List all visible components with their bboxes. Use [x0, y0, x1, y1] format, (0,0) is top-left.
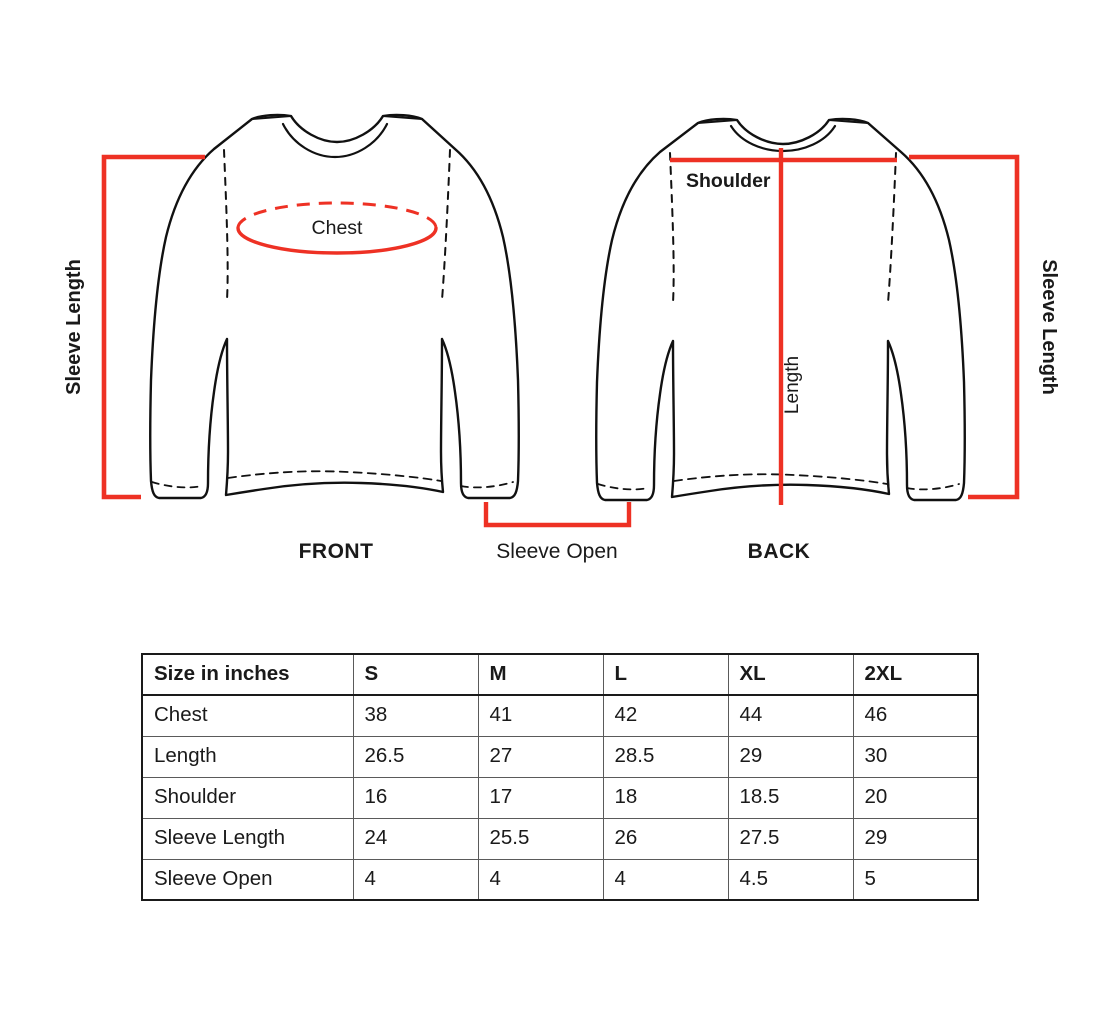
- row-value: 27.5: [727, 817, 854, 860]
- row-value: 17: [477, 776, 604, 819]
- front-garment-illustration: [149, 113, 520, 500]
- front-shoulder-seam-left: [251, 115, 292, 120]
- row-value: 29: [727, 735, 854, 778]
- row-label: Sleeve Open: [141, 858, 354, 901]
- back-shoulder-seam-right: [828, 119, 869, 124]
- row-value: 27: [477, 735, 604, 778]
- row-value: 28.5: [602, 735, 729, 778]
- row-value: 26: [602, 817, 729, 860]
- chest-label: Chest: [312, 217, 364, 239]
- front-cuff-stitch-right: [460, 481, 514, 489]
- row-label: Chest: [141, 694, 354, 737]
- table-row: Sleeve Open 4 4 4 4.5 5: [141, 858, 979, 901]
- back-cuff-stitch-right: [906, 483, 960, 491]
- table-row: Length 26.5 27 28.5 29 30: [141, 735, 979, 778]
- row-label: Sleeve Length: [141, 817, 354, 860]
- row-value: 29: [852, 817, 979, 860]
- sleeve-length-bracket-left: [101, 154, 205, 500]
- length-label: Length: [782, 356, 803, 414]
- table-row: Chest 38 41 42 44 46: [141, 694, 979, 737]
- sleeve-length-label-left: Sleeve Length: [63, 259, 85, 395]
- back-view-label: BACK: [748, 540, 811, 563]
- shoulder-label: Shoulder: [686, 170, 771, 192]
- row-value: 25.5: [477, 817, 604, 860]
- chest-measurement-ellipse: [236, 201, 438, 255]
- front-view-label: FRONT: [299, 540, 374, 563]
- back-armhole-seam-left: [669, 152, 675, 304]
- row-value: 16: [352, 776, 479, 819]
- table-header-cell: Size in inches: [141, 653, 354, 696]
- back-body-outline: [595, 117, 966, 502]
- back-armhole-seam-right: [887, 152, 897, 304]
- front-shoulder-seam-right: [382, 115, 423, 120]
- garment-diagram: Chest Sleeve Length Sleeve Length Should…: [63, 113, 1060, 563]
- front-hem-stitch: [227, 470, 442, 482]
- sleeve-length-bracket-right-path: [909, 154, 1020, 500]
- sleeve-length-label-right: Sleeve Length: [1038, 259, 1060, 395]
- table-header-cell: M: [477, 653, 604, 696]
- row-label: Length: [141, 735, 354, 778]
- row-value: 4: [602, 858, 729, 901]
- row-value: 4.5: [727, 858, 854, 901]
- row-value: 4: [477, 858, 604, 901]
- table-header-cell: L: [602, 653, 729, 696]
- back-hem-stitch: [673, 473, 888, 485]
- table-header-cell: S: [352, 653, 479, 696]
- size-chart-table: Size in inches S M L XL 2XL Chest 38 41 …: [141, 653, 979, 901]
- row-value: 24: [352, 817, 479, 860]
- row-value: 30: [852, 735, 979, 778]
- row-value: 41: [477, 694, 604, 737]
- chest-ellipse-solid-bottom: [236, 226, 438, 255]
- row-value: 18.5: [727, 776, 854, 819]
- row-value: 46: [852, 694, 979, 737]
- front-armhole-seam-left: [223, 149, 229, 301]
- back-cuff-stitch-left: [597, 483, 649, 491]
- front-body-outline: [149, 113, 520, 500]
- table-header-cell: 2XL: [852, 653, 979, 696]
- row-value: 4: [352, 858, 479, 901]
- table-row: Sleeve Length 24 25.5 26 27.5 29: [141, 817, 979, 860]
- sleeve-open-label: Sleeve Open: [496, 540, 617, 563]
- row-value: 26.5: [352, 735, 479, 778]
- table-row: Shoulder 16 17 18 18.5 20: [141, 776, 979, 819]
- size-table-container: Size in inches S M L XL 2XL Chest 38 41 …: [141, 653, 979, 901]
- back-shoulder-seam-left: [697, 119, 738, 124]
- row-label: Shoulder: [141, 776, 354, 819]
- table-header-row: Size in inches S M L XL 2XL: [141, 653, 979, 696]
- front-neck-ribbing: [281, 122, 389, 159]
- row-value: 44: [727, 694, 854, 737]
- row-value: 5: [852, 858, 979, 901]
- sleeve-length-bracket-left-path: [101, 154, 205, 500]
- sleeve-length-bracket-right: [909, 154, 1020, 500]
- row-value: 42: [602, 694, 729, 737]
- sleeve-open-bracket-path: [483, 502, 632, 528]
- sleeve-open-bracket: [483, 502, 632, 528]
- row-value: 18: [602, 776, 729, 819]
- row-value: 38: [352, 694, 479, 737]
- front-armhole-seam-right: [441, 149, 451, 301]
- table-header-cell: XL: [727, 653, 854, 696]
- front-cuff-stitch-left: [151, 481, 203, 489]
- row-value: 20: [852, 776, 979, 819]
